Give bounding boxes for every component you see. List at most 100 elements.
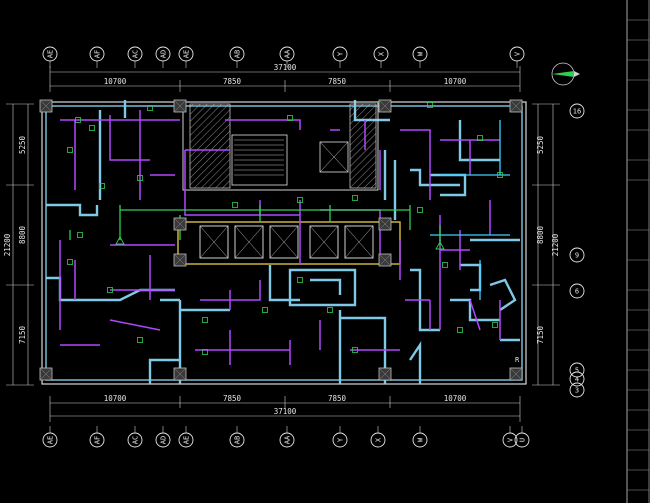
shaft-hatch-left <box>189 103 231 189</box>
bottom-axis-bubble-5: AB <box>229 426 245 448</box>
right-axis-bubble-5: 3 <box>569 382 585 398</box>
right-axis-bubble-3: 5 <box>569 362 585 378</box>
equipment-tag-6 <box>67 259 73 265</box>
pipe-purple-11 <box>400 129 431 200</box>
top-dim-seg-3: 7850 <box>328 77 347 86</box>
bottom-axis-bubble-11: U <box>514 426 530 448</box>
right-axis-bubble-4: 4 <box>569 371 585 387</box>
shaft-x2 <box>319 141 349 173</box>
right-dim-seg-1: 5250 <box>536 135 545 154</box>
column-hatch-b-11 <box>378 253 392 267</box>
shaft-hatch-right <box>349 103 377 189</box>
equipment-tag-27 <box>352 195 358 201</box>
bottom-axis-bubble-0: AE <box>42 426 58 448</box>
equipment-tag-8 <box>137 337 143 343</box>
right-overall-dim: 21200 <box>551 233 560 256</box>
top-dimension-lines: 37100 10700 7850 7850 10700 <box>49 63 521 92</box>
bottom-axis-bubble-label-0: AE <box>47 436 55 444</box>
bottom-dim-seg-3: 7850 <box>328 394 347 403</box>
column-hatch-b-8 <box>173 217 187 231</box>
bottom-axis-bubble-label-2: AC <box>132 436 140 444</box>
equipment-tag-9 <box>202 349 208 355</box>
north-arrow-icon <box>551 62 580 86</box>
bottom-axis-bubble-6: AA <box>279 426 295 448</box>
equipment-tag-18 <box>492 322 498 328</box>
equipment-tag-25 <box>232 202 238 208</box>
left-dim-seg-2: 8800 <box>18 225 27 244</box>
top-axis-bubble-0: AE <box>42 46 58 68</box>
right-axis-bubble-label-2: 6 <box>575 288 579 296</box>
right-dimension-lines: 5250 8800 7150 21200 <box>532 103 560 386</box>
right-axis-bubbles: 16 9 6 543 <box>569 103 585 398</box>
equipment-tag-3 <box>99 183 105 189</box>
equipment-tag-7 <box>107 287 113 293</box>
bottom-axis-bubble-label-1: AF <box>94 436 102 444</box>
top-dim-seg-1: 10700 <box>104 77 127 86</box>
elevator-car-4 <box>344 225 374 259</box>
interior-wall-18 <box>489 278 517 311</box>
outer-wall <box>41 101 527 385</box>
stair-label: R <box>515 356 520 364</box>
left-dim-seg-1: 5250 <box>18 135 27 154</box>
right-dim-seg-2: 8800 <box>536 225 545 244</box>
top-axis-bubble-label-9: W <box>417 51 425 56</box>
top-overall-dim: 37100 <box>274 63 297 72</box>
right-axis-bubble-1: 9 <box>569 247 585 263</box>
column-hatch-b-10 <box>173 253 187 267</box>
bottom-axis-bubble-9: W <box>412 426 428 448</box>
top-axis-bubble-9: W <box>412 46 428 68</box>
elevator-x-b-3 <box>309 225 339 259</box>
right-axis-bubble-label-3: 5 <box>575 367 579 375</box>
top-axis-bubble-7: Y <box>332 46 348 68</box>
equipment-tag-17 <box>457 327 463 333</box>
right-axis-bubble-2: 6 <box>569 283 585 299</box>
inner-wall <box>45 105 523 381</box>
equipment-tag-19 <box>352 347 358 353</box>
interior-wall-1 <box>46 276 175 302</box>
pipe-purple-24 <box>109 319 161 331</box>
pipe-network <box>59 102 510 365</box>
column-hatch-b-2 <box>39 367 53 381</box>
top-axis-bubble-8: X <box>373 46 389 68</box>
bottom-dim-seg-4: 10700 <box>444 394 467 403</box>
shaft-box <box>319 141 349 173</box>
column-hatch-b-3 <box>509 367 523 381</box>
column-hatch-b-0 <box>39 99 53 113</box>
equipment-tag-21 <box>202 317 208 323</box>
elevator-x-b-4 <box>344 225 374 259</box>
left-dim-seg-3: 7150 <box>18 325 27 344</box>
interior-wall-0 <box>46 203 99 217</box>
top-axis-bubble-label-3: AD <box>160 50 168 58</box>
right-axis-bubble-label-0: 16 <box>573 108 581 116</box>
top-axis-bubble-label-7: Y <box>337 51 345 56</box>
equipment-tag-0 <box>75 117 81 123</box>
elevator-x-b-2 <box>269 225 299 259</box>
structural-columns <box>39 99 523 381</box>
equipment-tag-26 <box>297 197 303 203</box>
top-axis-bubble-label-4: AE <box>183 50 191 58</box>
top-axis-bubble-label-8: X <box>378 51 386 56</box>
left-overall-dim: 21200 <box>3 233 12 256</box>
stair-core <box>231 134 288 186</box>
bottom-axis-bubble-2: AC <box>127 426 143 448</box>
equipment-tag-2 <box>67 147 73 153</box>
top-axis-bubble-5: AB <box>229 46 245 68</box>
bottom-axis-bubble-label-9: W <box>417 437 425 442</box>
top-axis-bubble-label-1: AF <box>94 50 102 58</box>
valve-triangle-1 <box>435 241 445 250</box>
core-upper-outline <box>182 101 379 191</box>
top-dim-seg-2: 7850 <box>223 77 242 86</box>
bottom-axis-bubble-4: AE <box>178 426 194 448</box>
column-hatch-b-9 <box>378 217 392 231</box>
pipe-purple-25 <box>200 280 261 301</box>
right-axis-bubble-0: 16 <box>569 103 585 119</box>
top-axis-bubble-4: AE <box>178 46 194 68</box>
elevator-car-1 <box>234 225 264 259</box>
pipe-purple-34 <box>469 299 481 331</box>
equipment-tag-12 <box>427 102 433 108</box>
equipment-tag-15 <box>417 207 423 213</box>
bottom-axis-bubble-label-3: AD <box>160 436 168 444</box>
top-axis-bubble-label-0: AE <box>47 50 55 58</box>
